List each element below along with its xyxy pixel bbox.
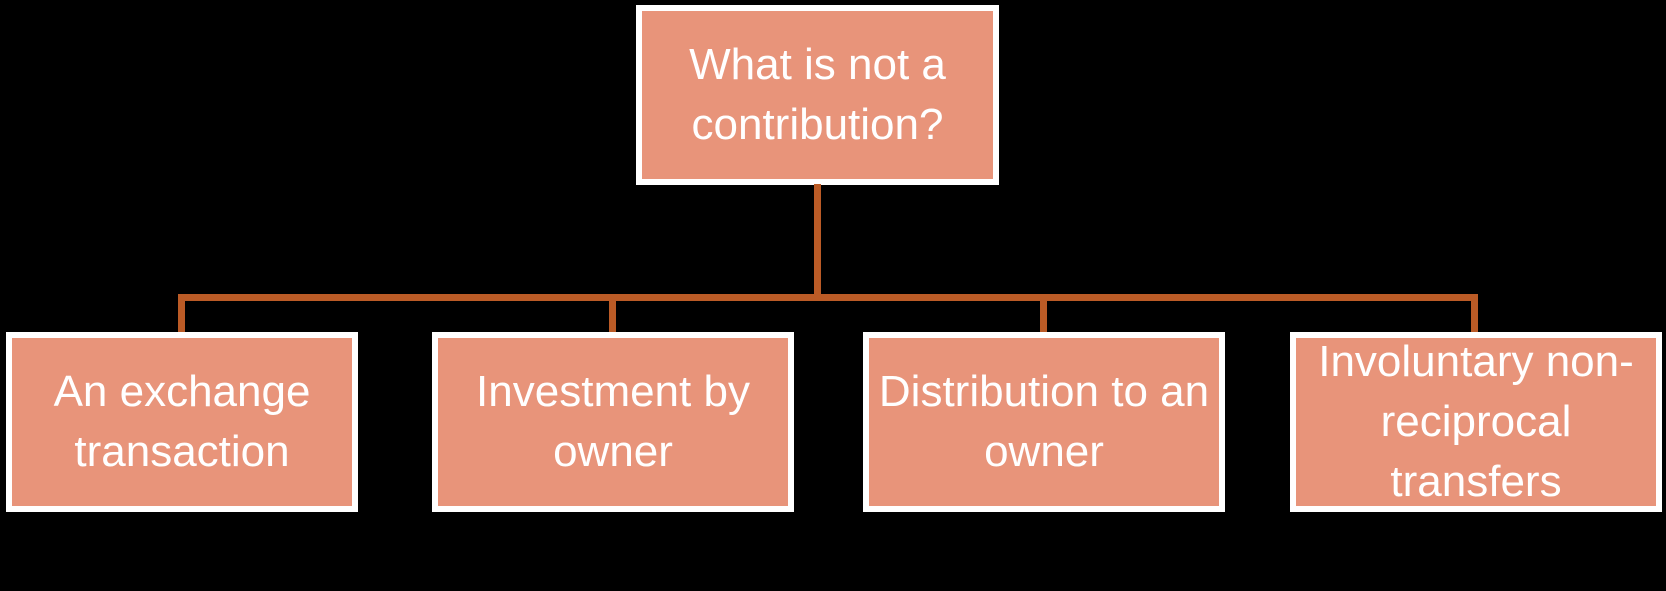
child-node-label: Distribution to an owner xyxy=(878,367,1210,476)
root-node: What is not a contribution? xyxy=(636,5,999,185)
child-node-involuntary-nonreciprocal-transfers: Involuntary non-reciprocal transfers xyxy=(1290,332,1662,512)
connector-drop-3 xyxy=(1040,294,1047,332)
child-node-exchange-transaction: An exchange transaction xyxy=(6,332,358,512)
child-node-distribution-to-owner: Distribution to an owner xyxy=(863,332,1225,512)
child-node-label: Involuntary non-reciprocal transfers xyxy=(1318,337,1634,506)
connector-drop-1 xyxy=(178,294,185,332)
connector-drop-4 xyxy=(1471,294,1478,332)
root-node-label: What is not a contribution? xyxy=(689,40,946,149)
child-node-label: An exchange transaction xyxy=(53,367,311,476)
child-node-label: Investment by owner xyxy=(476,367,750,476)
connector-drop-2 xyxy=(609,294,616,332)
connector-root-stem xyxy=(814,184,821,301)
child-node-investment-by-owner: Investment by owner xyxy=(432,332,794,512)
connector-crossbar xyxy=(178,294,1478,301)
